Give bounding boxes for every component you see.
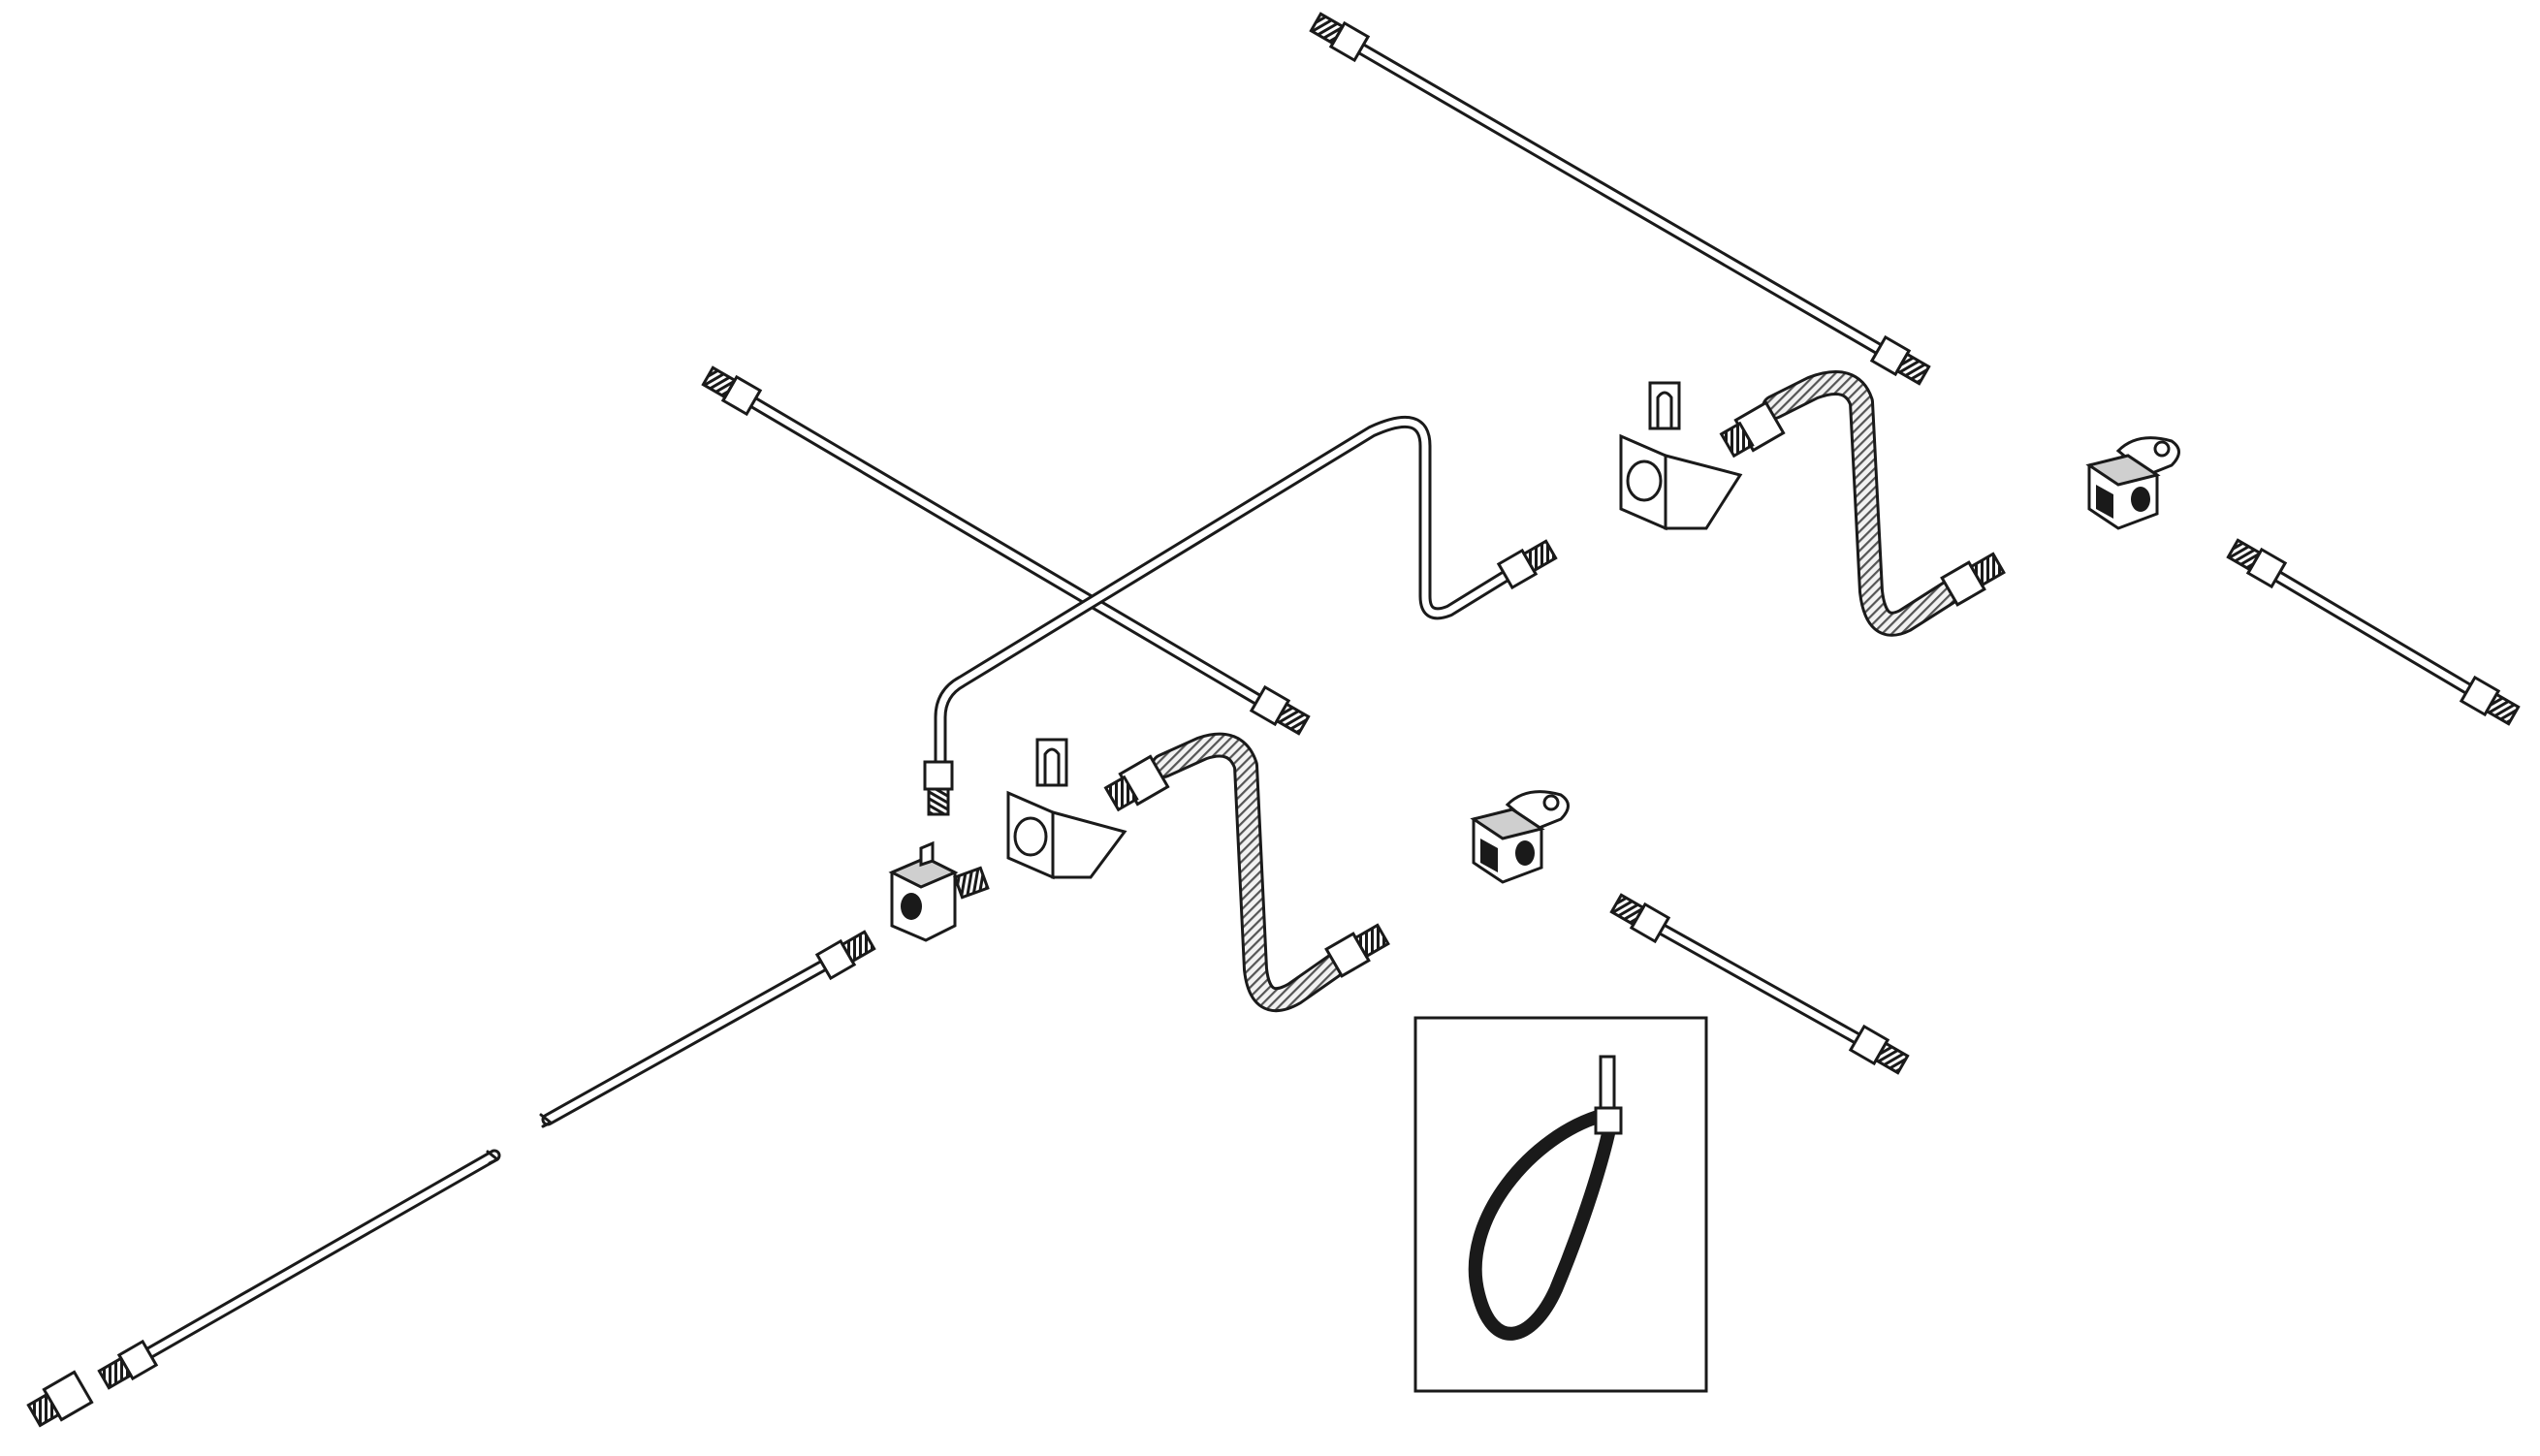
- short-tube-center: [1609, 893, 1910, 1075]
- tube-fitting-icon: [1496, 539, 1558, 590]
- tube-fitting-icon: [814, 930, 876, 981]
- bracket-center: [1006, 738, 1127, 880]
- broken-long-tube: [97, 930, 876, 1390]
- bracket-icon: [1006, 738, 1127, 880]
- tube-fitting-icon: [26, 1370, 94, 1428]
- hose-center: [1103, 732, 1390, 1013]
- tube-fitting-icon: [1103, 754, 1170, 812]
- tube-fitting-icon: [2459, 675, 2521, 726]
- cable-tie-detail-frame: [1413, 1016, 1708, 1393]
- bracket-icon: [1619, 381, 1743, 531]
- tee-fitting-icon: [888, 840, 990, 942]
- tube-fitting-icon: [1249, 684, 1311, 736]
- cable-tie-icon: [1468, 1055, 1623, 1341]
- tube-fitting-icon: [1940, 552, 2006, 607]
- tube-fitting-icon: [923, 760, 954, 816]
- tube-fitting-icon: [1324, 923, 1390, 978]
- long-tube-left: [701, 365, 1311, 736]
- tube-fitting-icon: [2226, 538, 2288, 589]
- long-tube-top: [1309, 12, 1931, 386]
- adapter-nut: [26, 1370, 94, 1428]
- tube-fitting-icon: [1609, 893, 1671, 944]
- short-tube-right: [2226, 538, 2521, 726]
- tee-center: [1470, 790, 1570, 884]
- tube-fitting-icon: [1719, 400, 1786, 459]
- tube-fitting-icon: [1869, 334, 1931, 386]
- tube-fitting-icon: [97, 1339, 159, 1390]
- tee-right: [2085, 436, 2180, 530]
- bent-tube: [923, 415, 1558, 816]
- tube-fitting-icon: [1848, 1024, 1910, 1075]
- hose-right: [1719, 370, 2006, 637]
- tee-fitting-icon: [2085, 436, 2180, 530]
- tube-fitting-icon: [1309, 12, 1371, 63]
- tee-left: [888, 840, 990, 942]
- bracket-right: [1619, 381, 1743, 531]
- tube-fitting-icon: [701, 365, 763, 417]
- cable-tie: [1413, 1016, 1708, 1393]
- tee-fitting-icon: [1470, 790, 1570, 884]
